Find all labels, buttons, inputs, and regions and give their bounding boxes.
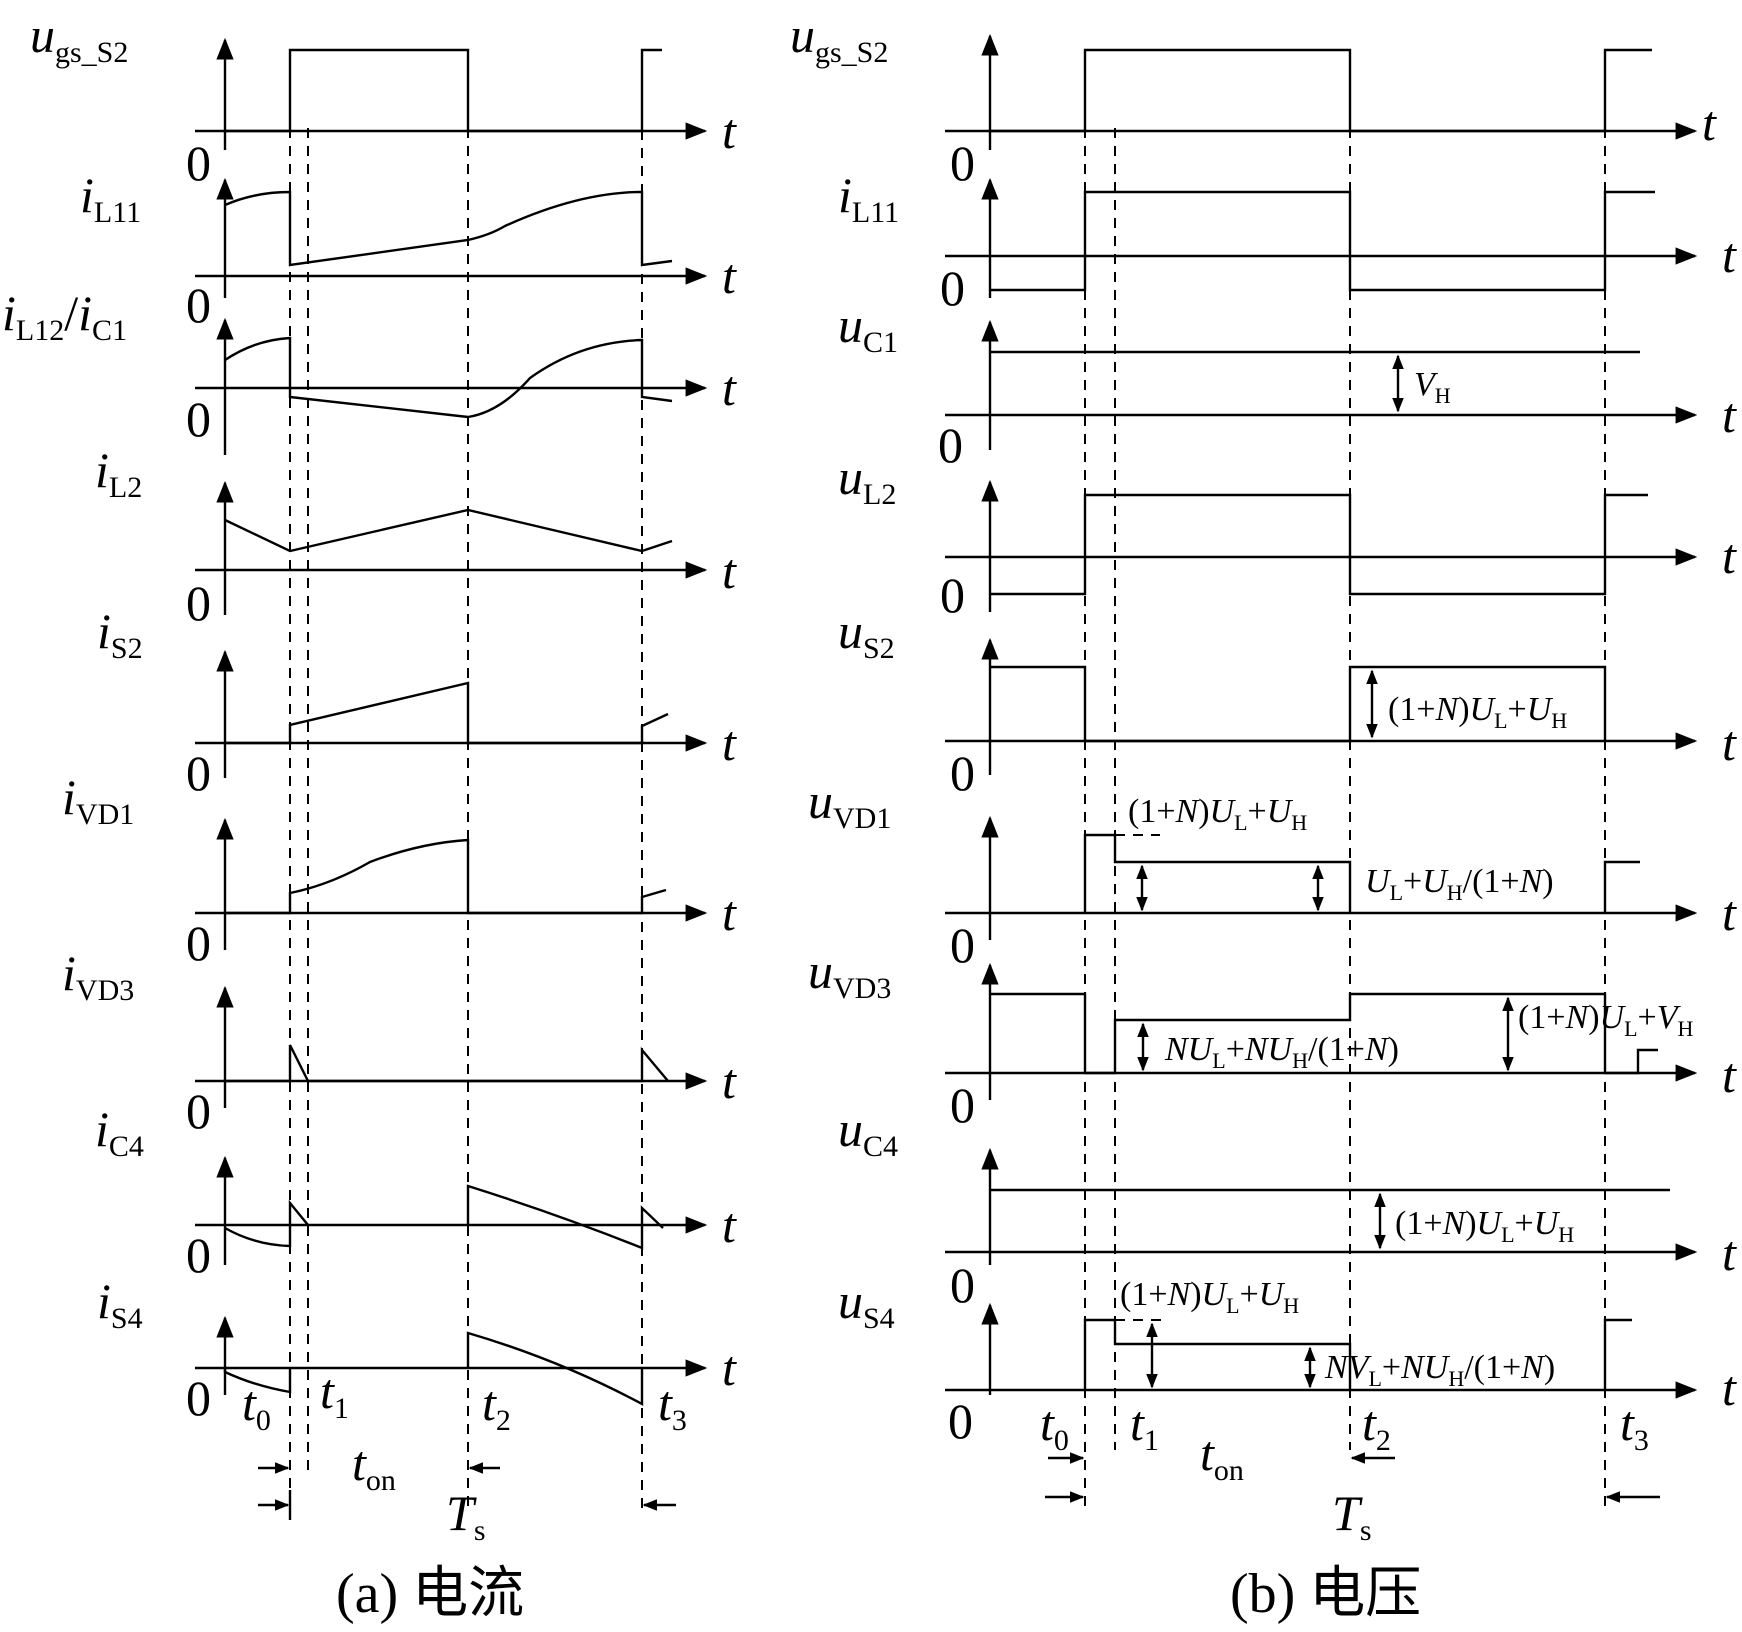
- t-a-4: t: [722, 543, 737, 599]
- row-b-us2: uS2 0 t (1+N)UL+UH: [838, 603, 1737, 801]
- label-b-t2: t2: [1362, 1395, 1391, 1457]
- t-a-7: t: [722, 1053, 737, 1109]
- row-b-ugs: ugs_S2 0 t: [790, 7, 1717, 191]
- row-a-il12: iL12/iC1 0 t: [2, 285, 737, 455]
- ann-us4-right: NVL+NUH/(1+N): [1324, 1349, 1555, 1391]
- zero-b-3: 0: [938, 417, 963, 473]
- zero-a-2: 0: [186, 277, 211, 333]
- label-b-uvd1: uVD1: [808, 773, 891, 835]
- ann-uc4: (1+N)UL+UH: [1395, 1205, 1574, 1247]
- zero-b-8: 0: [950, 1257, 975, 1313]
- label-b-ts: Ts: [1332, 1485, 1372, 1547]
- row-a-ic4: iC4 0 t: [95, 1101, 737, 1283]
- label-a-t3: t3: [658, 1375, 687, 1437]
- zero-a-9: 0: [186, 1370, 211, 1426]
- t-b-4: t: [1722, 528, 1737, 584]
- row-b-us4: uS4 0 t (1+N)UL+UH NVL+NUH/(1+N): [838, 1273, 1737, 1449]
- zero-a-4: 0: [186, 575, 211, 631]
- label-b-ul2: uL2: [838, 449, 896, 511]
- label-b-ton: ton: [1200, 1425, 1244, 1487]
- row-a-il11: iL11 0 t: [80, 167, 737, 333]
- t-b-2: t: [1722, 227, 1737, 283]
- t-b-1: t: [1702, 95, 1717, 151]
- row-a-ivd3: iVD3 0 t: [62, 945, 737, 1139]
- row-b-uvd3: uVD3 0 t NUL+NUH/(1+N) (1+N)UL+VH: [808, 943, 1737, 1133]
- ann-uvd3-right: (1+N)UL+VH: [1518, 999, 1694, 1041]
- label-a-il11: iL11: [80, 167, 141, 229]
- t-b-7: t: [1722, 1047, 1737, 1103]
- label-a-is2: iS2: [97, 603, 143, 665]
- t-a-6: t: [722, 885, 737, 941]
- label-b-t0: t0: [1040, 1395, 1069, 1457]
- t-b-5: t: [1722, 715, 1737, 771]
- label-b-t1: t1: [1130, 1395, 1159, 1457]
- caption-b: (b) 电压: [1230, 1563, 1421, 1625]
- t-a-5: t: [722, 715, 737, 771]
- t-b-8: t: [1722, 1225, 1737, 1281]
- label-a-t0: t0: [242, 1375, 271, 1437]
- t-a-1: t: [722, 103, 737, 159]
- row-b-uvd1: uVD1 0 t (1+N)UL+UH UL+UH/(1+N): [808, 773, 1737, 973]
- label-a-t2: t2: [482, 1375, 511, 1437]
- t-b-3: t: [1722, 387, 1737, 443]
- zero-b-7: 0: [950, 1077, 975, 1133]
- label-b-us2: uS2: [838, 603, 895, 665]
- ann-us2: (1+N)UL+UH: [1388, 691, 1567, 733]
- label-b-uc1: uC1: [838, 297, 898, 359]
- ann-vh: VH: [1414, 366, 1451, 408]
- label-a-ivd3: iVD3: [62, 945, 134, 1007]
- zero-b-4: 0: [940, 567, 965, 623]
- row-b-ul2: uL2 0 t: [838, 449, 1737, 623]
- ann-uvd1-top: (1+N)UL+UH: [1128, 793, 1307, 835]
- ann-uvd3-left: NUL+NUH/(1+N): [1164, 1031, 1399, 1073]
- zero-a-3: 0: [186, 391, 211, 447]
- row-b-uc4: uC4 0 t (1+N)UL+UH: [838, 1101, 1737, 1313]
- label-a-ic4: iC4: [95, 1101, 144, 1163]
- t-b-9: t: [1722, 1360, 1737, 1416]
- zero-a-5: 0: [186, 745, 211, 801]
- panel-a: ugs_S2 0 t iL11 0 t iL12/iC1 0 t iL: [2, 7, 737, 1625]
- label-a-ugs: ugs_S2: [30, 7, 128, 69]
- row-a-il2: iL2 0 t: [95, 442, 737, 631]
- row-a-ivd1: iVD1 0 t: [62, 769, 737, 971]
- panel-b: ugs_S2 0 t iL11 0 t uC1 0 t VH: [790, 7, 1737, 1625]
- caption-a: (a) 电流: [336, 1563, 524, 1625]
- zero-a-6: 0: [186, 915, 211, 971]
- t-b-6: t: [1722, 885, 1737, 941]
- ann-uvd1-right: UL+UH/(1+N): [1365, 863, 1554, 905]
- label-a-t1: t1: [320, 1363, 349, 1425]
- zero-a-1: 0: [186, 135, 211, 191]
- zero-b-5: 0: [950, 745, 975, 801]
- label-a-is4: iS4: [97, 1273, 143, 1335]
- label-a-ts: Ts: [446, 1485, 486, 1547]
- label-b-ugs: ugs_S2: [790, 7, 888, 69]
- label-a-il2: iL2: [95, 442, 142, 504]
- zero-a-8: 0: [186, 1227, 211, 1283]
- row-b-il11: iL11 0 t: [838, 167, 1737, 316]
- row-a-ugs: ugs_S2 0 t: [30, 7, 737, 191]
- label-b-il11: iL11: [838, 167, 899, 229]
- row-a-is4: iS4 0 t: [97, 1273, 737, 1426]
- zero-b-6: 0: [950, 917, 975, 973]
- label-b-t3: t3: [1620, 1395, 1649, 1457]
- ann-us4-top: (1+N)UL+UH: [1120, 1276, 1299, 1318]
- zero-a-7: 0: [186, 1083, 211, 1139]
- label-a-il12: iL12/iC1: [2, 285, 127, 347]
- label-a-ton: ton: [352, 1435, 396, 1497]
- label-b-uvd3: uVD3: [808, 943, 891, 1005]
- zero-b-1: 0: [950, 135, 975, 191]
- label-b-us4: uS4: [838, 1273, 895, 1335]
- t-a-8: t: [722, 1197, 737, 1253]
- zero-b-2: 0: [940, 260, 965, 316]
- zero-b-9: 0: [948, 1393, 973, 1449]
- label-a-ivd1: iVD1: [62, 769, 134, 831]
- label-b-uc4: uC4: [838, 1101, 898, 1163]
- row-a-is2: iS2 0 t: [97, 603, 737, 801]
- row-b-uc1: uC1 0 t VH: [838, 297, 1737, 473]
- t-a-9: t: [722, 1340, 737, 1396]
- t-a-3: t: [722, 360, 737, 416]
- t-a-2: t: [722, 248, 737, 304]
